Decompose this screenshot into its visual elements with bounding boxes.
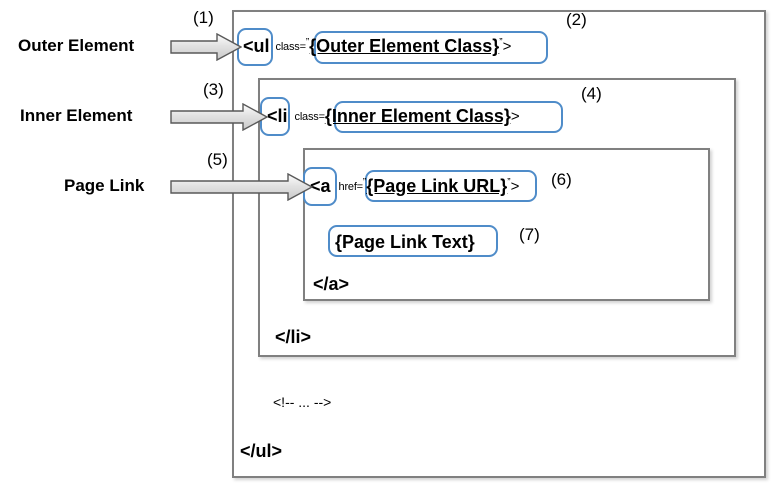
- inner-element-class-placeholder: {Inner Element Class}: [324, 106, 511, 126]
- a-quote-close: ”: [507, 177, 511, 188]
- highlight-page-link-text-value: [328, 225, 498, 257]
- ul-tag-name: <ul: [243, 36, 270, 56]
- code-line-li-open: <li class= {Inner Element Class} >: [267, 106, 520, 127]
- ul-quote-close: ”: [499, 37, 503, 48]
- code-line-a-close: </a>: [313, 274, 349, 295]
- label-page-link: Page Link: [64, 176, 145, 195]
- ul-class-attribute: class=: [275, 40, 306, 53]
- label-inner-element: Inner Element: [20, 106, 133, 125]
- a-end-tag: </a>: [313, 274, 350, 294]
- highlight-inner-class-value: [334, 101, 563, 133]
- callout-4: (4): [581, 84, 602, 103]
- li-class-attribute: class=: [294, 110, 325, 123]
- arrow-to-outer-element-icon: [170, 33, 242, 61]
- html-comment: <!-- ... -->: [273, 394, 332, 410]
- a-close-angle: >: [510, 178, 520, 195]
- ul-end-tag: </ul>: [240, 441, 283, 461]
- label-outer-element: Outer Element: [18, 36, 135, 55]
- code-line-ul-open: <ul class= ” {Outer Element Class} ” >: [243, 36, 511, 57]
- code-line-comment: <!-- ... -->: [273, 394, 331, 410]
- arrow-to-page-link-icon: [170, 173, 313, 201]
- li-tag-name: <li: [267, 106, 288, 126]
- code-line-a-open: <a href= ” {Page Link URL} ” >: [310, 176, 519, 197]
- ul-quote-open: ”: [305, 37, 310, 48]
- callout-1: (1): [193, 8, 214, 27]
- a-quote-open: ”: [362, 177, 367, 188]
- a-href-attribute: href=: [338, 180, 364, 193]
- a-tag-name: <a: [310, 176, 331, 196]
- callout-5: (5): [207, 150, 228, 169]
- page-link-url-placeholder: {Page Link URL}: [366, 176, 508, 196]
- arrow-to-inner-element-icon: [170, 103, 268, 131]
- highlight-page-link-url-value: [365, 170, 537, 202]
- callout-6: (6): [551, 170, 572, 189]
- callout-2: (2): [566, 10, 587, 29]
- code-line-li-close: </li>: [275, 327, 311, 348]
- callout-3: (3): [203, 80, 224, 99]
- callout-7: (7): [519, 225, 540, 244]
- outer-element-class-placeholder: {Outer Element Class}: [309, 36, 500, 56]
- li-close-angle: >: [510, 108, 520, 125]
- code-line-ul-close: </ul>: [240, 441, 282, 462]
- code-line-page-link-text: {Page Link Text}: [335, 232, 475, 253]
- ul-close-angle: >: [502, 38, 512, 55]
- page-link-text-placeholder: {Page Link Text}: [335, 232, 475, 252]
- highlight-outer-class-value: [314, 31, 548, 64]
- li-end-tag: </li>: [275, 327, 312, 347]
